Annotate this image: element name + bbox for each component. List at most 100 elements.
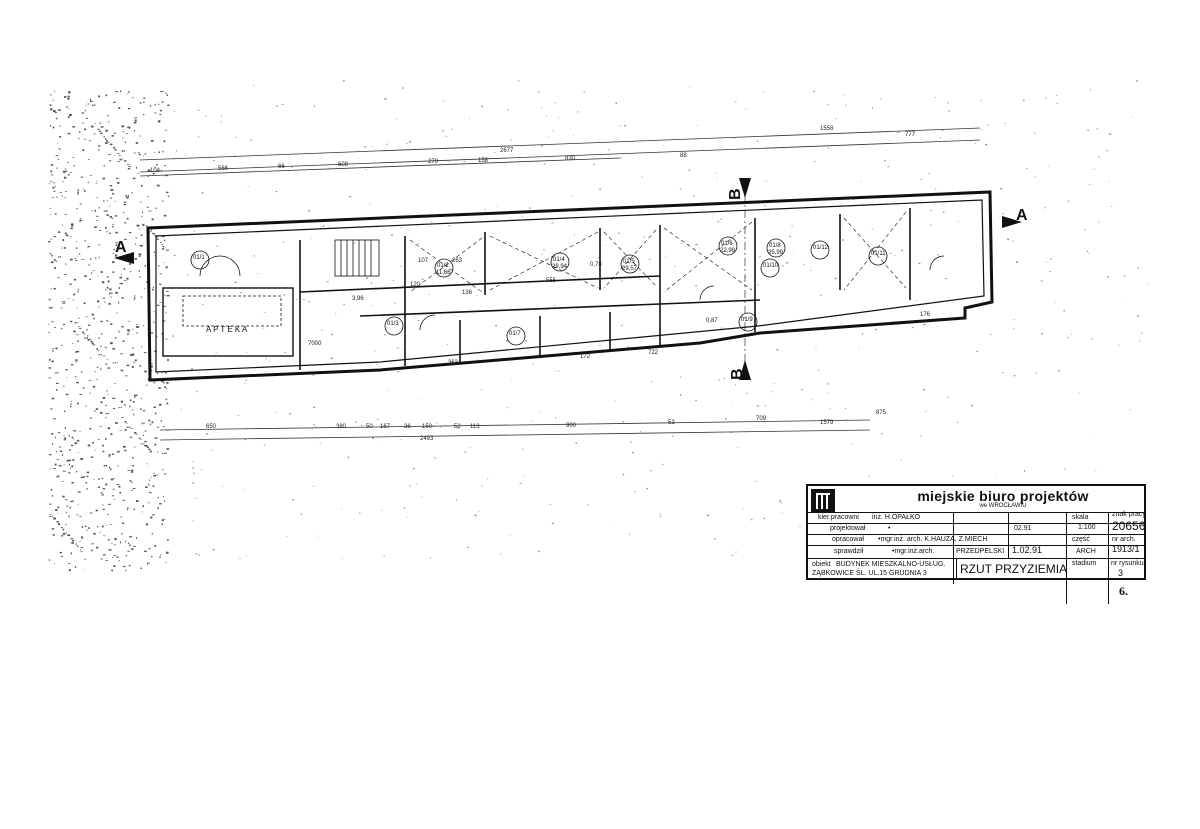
noise-dot xyxy=(695,400,697,402)
noise-dot xyxy=(149,491,152,494)
noise-dot xyxy=(135,166,137,169)
noise-dot xyxy=(64,300,66,303)
noise-dot xyxy=(59,450,63,452)
idim-5: 136 xyxy=(462,290,473,296)
noise-dot xyxy=(107,412,109,415)
noise-dot xyxy=(95,220,98,221)
noise-dot xyxy=(71,225,74,227)
noise-dot xyxy=(543,163,546,165)
noise-dot xyxy=(100,368,102,370)
noise-dot xyxy=(105,464,107,467)
noise-dot xyxy=(393,280,394,282)
noise-dot xyxy=(281,104,284,105)
noise-dot xyxy=(67,298,70,299)
noise-dot xyxy=(133,152,137,154)
noise-dot xyxy=(110,478,114,481)
noise-dot xyxy=(1139,339,1141,342)
room-code: 01/2 xyxy=(437,263,449,269)
noise-dot xyxy=(72,157,75,158)
noise-dot xyxy=(64,427,66,429)
noise-dot xyxy=(519,482,522,484)
noise-dot xyxy=(77,491,81,493)
noise-dot xyxy=(161,523,163,526)
idim-13: 176 xyxy=(920,312,931,318)
noise-dot xyxy=(48,454,52,456)
noise-dot xyxy=(75,334,79,336)
tb-nrrys-value: 3 xyxy=(1118,568,1124,578)
noise-dot xyxy=(381,509,383,511)
room-code: 01/12 xyxy=(813,245,829,251)
noise-dot xyxy=(108,549,112,551)
noise-dot xyxy=(48,377,51,379)
noise-dot xyxy=(121,533,123,535)
noise-dot xyxy=(112,252,115,254)
noise-dot xyxy=(61,535,64,537)
noise-dot xyxy=(141,346,143,348)
noise-dot xyxy=(1129,409,1131,411)
noise-dot xyxy=(64,96,67,98)
noise-dot xyxy=(141,184,143,187)
room-circle xyxy=(434,258,454,278)
noise-dot xyxy=(913,131,915,133)
noise-dot xyxy=(102,508,105,510)
noise-dot xyxy=(89,175,92,176)
noise-dot xyxy=(1045,261,1047,263)
noise-dot xyxy=(672,435,674,437)
noise-dot xyxy=(313,424,315,426)
noise-dot xyxy=(63,532,66,535)
noise-dot xyxy=(128,542,130,544)
noise-dot xyxy=(95,408,99,410)
noise-dot xyxy=(90,512,93,514)
noise-dot xyxy=(311,428,313,430)
noise-dot xyxy=(148,483,150,486)
noise-dot xyxy=(64,197,66,199)
dim-bot-12: 1579 xyxy=(820,420,834,426)
noise-dot xyxy=(127,194,129,197)
noise-dot xyxy=(143,101,145,103)
noise-dot xyxy=(67,534,71,536)
noise-dot xyxy=(147,562,150,564)
noise-dot xyxy=(102,525,104,528)
noise-dot xyxy=(448,225,451,227)
room-circle xyxy=(190,250,210,270)
noise-dot xyxy=(101,333,103,335)
noise-dot xyxy=(347,456,350,458)
noise-dot xyxy=(166,94,168,96)
noise-dot xyxy=(312,374,315,376)
noise-dot xyxy=(532,363,534,365)
noise-dot xyxy=(282,241,285,243)
noise-dot xyxy=(269,360,271,362)
noise-dot xyxy=(875,328,877,331)
noise-dot xyxy=(106,286,109,289)
noise-dot xyxy=(101,494,104,496)
noise-dot xyxy=(126,426,129,428)
noise-dot xyxy=(97,486,100,488)
noise-dot xyxy=(52,126,55,129)
noise-dot xyxy=(1078,392,1080,394)
noise-dot xyxy=(152,172,155,175)
noise-dot xyxy=(622,421,624,423)
noise-dot xyxy=(50,180,52,182)
noise-dot xyxy=(510,380,512,382)
noise-dot xyxy=(121,125,124,128)
noise-dot xyxy=(78,317,80,319)
noise-dot xyxy=(193,230,195,233)
noise-dot xyxy=(120,516,122,518)
noise-dot xyxy=(147,169,151,172)
noise-dot xyxy=(718,379,720,381)
noise-dot xyxy=(53,418,56,420)
noise-dot xyxy=(1004,122,1007,124)
noise-dot xyxy=(72,438,75,440)
noise-dot xyxy=(158,387,161,389)
noise-dot xyxy=(292,499,294,501)
noise-dot xyxy=(723,377,726,379)
noise-dot xyxy=(52,443,54,445)
noise-dot xyxy=(552,130,554,132)
noise-dot xyxy=(759,256,761,258)
noise-dot xyxy=(646,487,648,490)
noise-dot xyxy=(69,91,71,93)
noise-dot xyxy=(68,563,71,564)
noise-dot xyxy=(391,234,393,236)
noise-dot xyxy=(106,319,108,322)
noise-dot xyxy=(78,137,80,140)
